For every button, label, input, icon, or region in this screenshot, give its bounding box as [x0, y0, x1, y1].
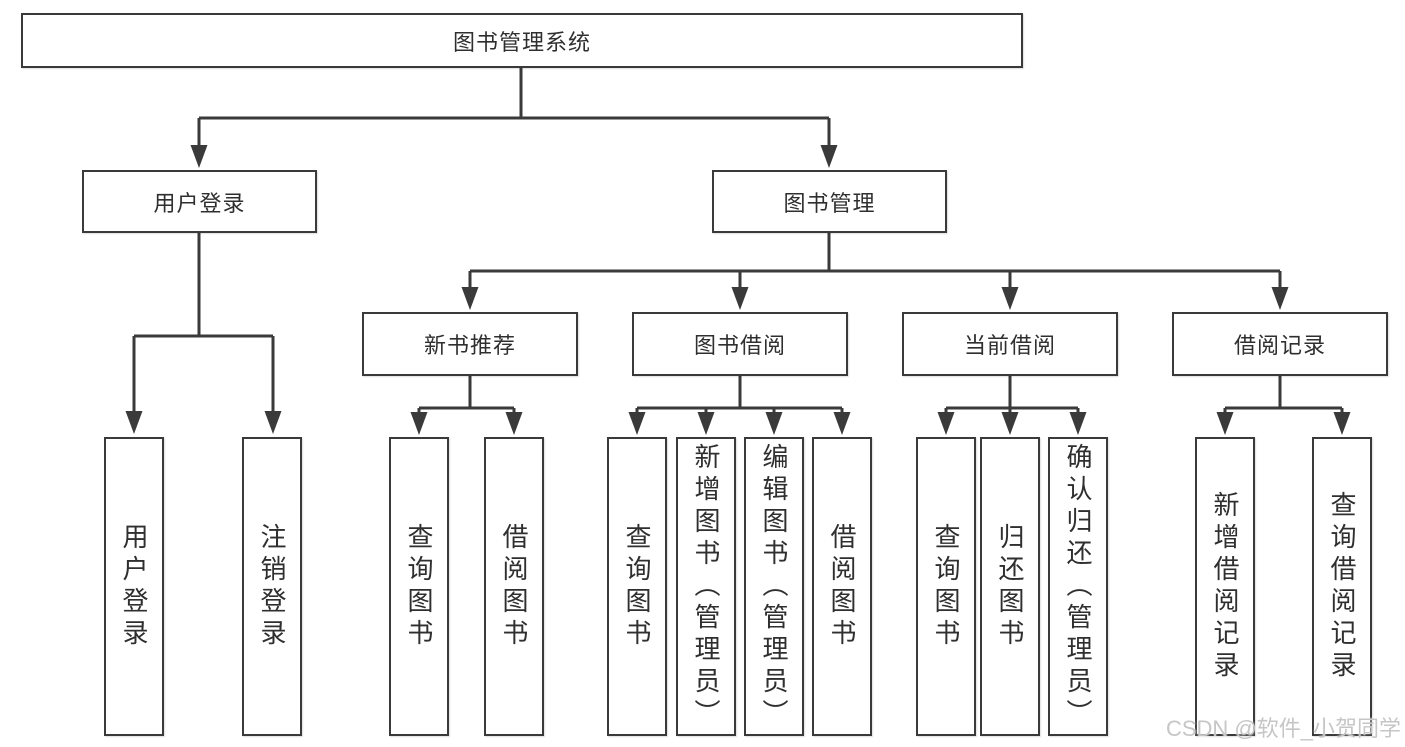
leaf-logout: 注销登录	[242, 437, 302, 736]
leaf-user-login: 用户登录	[104, 437, 164, 736]
leaf-query-book-borrow: 查询图书	[607, 437, 667, 736]
csdn-watermark: CSDN @软件_小贺同学	[1165, 716, 1401, 741]
node-borrow-records: 借阅记录	[1172, 312, 1388, 376]
leaf-borrow-book: 借阅图书	[812, 437, 872, 736]
node-book-borrow: 图书借阅	[632, 312, 848, 376]
node-new-book-recommend: 新书推荐	[362, 312, 578, 376]
edge-new-book-branch	[417, 376, 516, 418]
node-current-borrow: 当前借阅	[902, 312, 1118, 376]
leaf-borrow-book-recommend: 借阅图书	[484, 437, 544, 736]
leaf-confirm-return-admin: 确认归还（管理员）	[1048, 437, 1108, 736]
leaf-edit-book-admin: 编辑图书（管理员）	[744, 437, 804, 736]
leaf-add-book-admin: 新增图书（管理员）	[676, 437, 736, 736]
edge-book-management-branch	[468, 233, 1282, 290]
leaf-query-book-recommend: 查询图书	[389, 437, 449, 736]
leaf-return-book: 归还图书	[980, 437, 1040, 736]
edge-current-borrow-branch	[944, 376, 1080, 418]
edge-borrow-records-branch	[1223, 376, 1344, 418]
edge-book-borrow-branch	[635, 376, 844, 418]
edge-root-to-level2	[197, 68, 831, 148]
node-library-management-system: 图书管理系统	[21, 13, 1023, 68]
edge-user-login-branch	[132, 233, 275, 414]
leaf-query-book-current: 查询图书	[916, 437, 976, 736]
node-user-login: 用户登录	[82, 170, 317, 233]
leaf-add-borrow-record: 新增借阅记录	[1195, 437, 1255, 736]
node-book-management: 图书管理	[712, 170, 947, 233]
leaf-query-borrow-record: 查询借阅记录	[1312, 437, 1372, 736]
